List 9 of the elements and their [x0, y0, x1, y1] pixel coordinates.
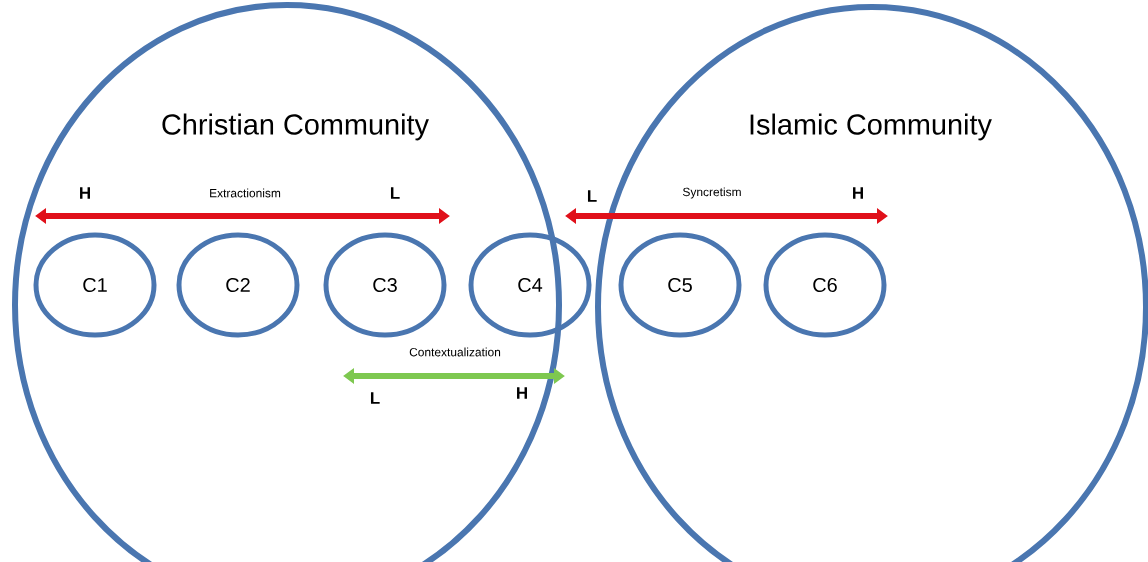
scale-end-label: H	[517, 387, 527, 399]
scale-label: Extractionism	[210, 188, 281, 198]
scale-end-label: L	[391, 187, 400, 199]
scale-label: Contextualization	[409, 347, 501, 357]
scale-end-label: L	[371, 392, 380, 404]
scale-label: Syncretism	[683, 187, 741, 199]
scale-end-label: H	[80, 187, 90, 199]
scale-end-label: H	[853, 187, 863, 199]
scale-end-label: L	[587, 190, 597, 202]
